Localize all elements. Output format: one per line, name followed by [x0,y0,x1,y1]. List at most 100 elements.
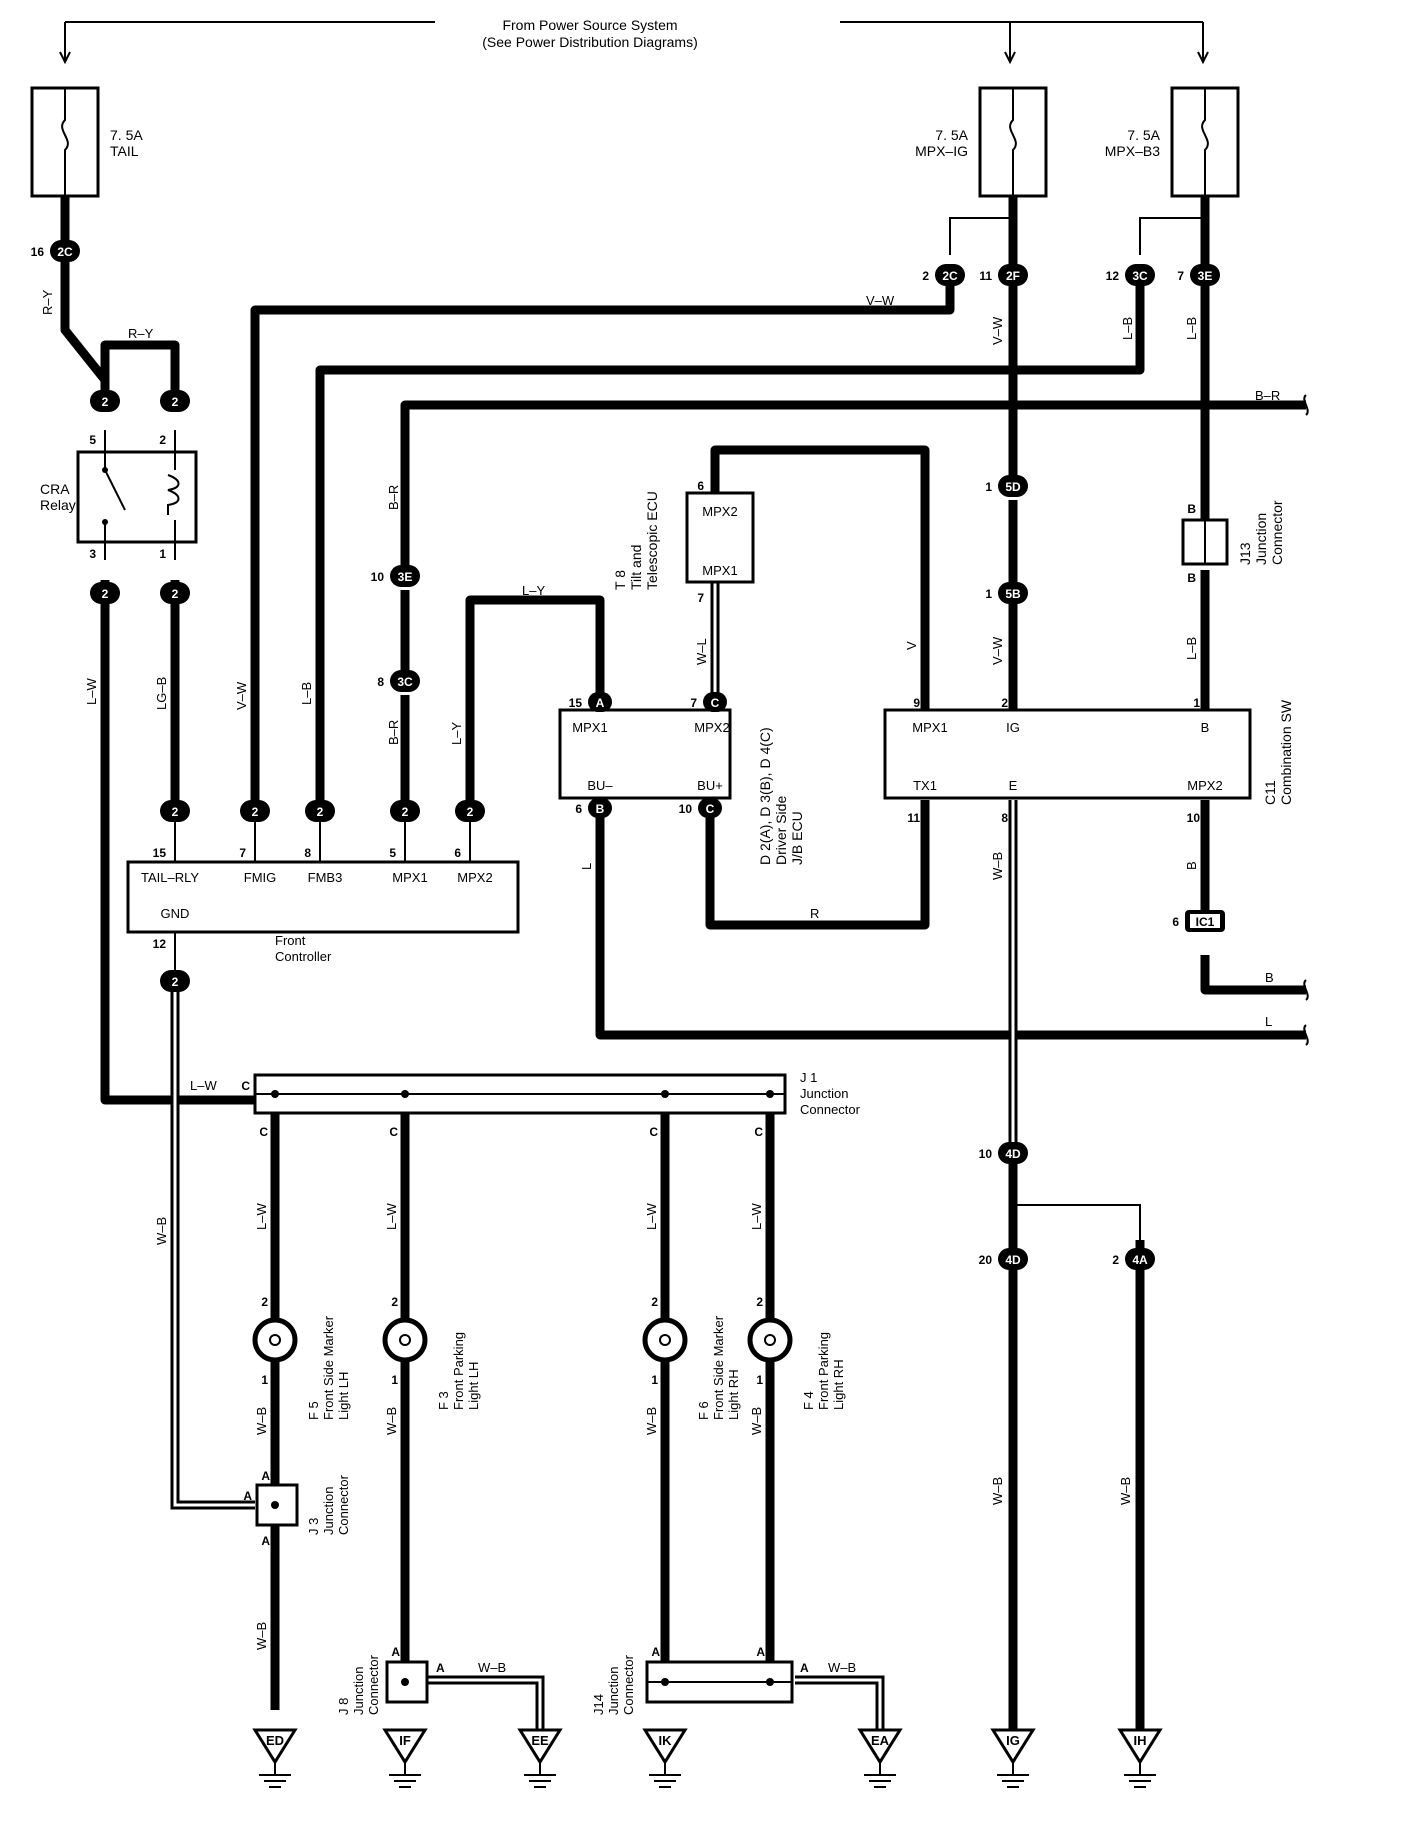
svg-text:3E: 3E [1198,269,1213,283]
connector-4A-2: 4A 2 [1112,1248,1155,1270]
j8-junction-connector: A A J 8 Junction Connector [336,1645,445,1715]
svg-text:F 4: F 4 [801,1391,816,1410]
svg-text:3C: 3C [397,675,413,689]
svg-text:E: E [1009,778,1018,793]
svg-text:2: 2 [391,1295,398,1309]
svg-text:MPX–IG: MPX–IG [915,143,968,159]
svg-text:7: 7 [239,846,246,860]
svg-text:MPX2: MPX2 [694,720,729,735]
svg-text:EA: EA [871,1733,890,1748]
svg-text:TX1: TX1 [913,778,937,793]
svg-text:2: 2 [252,805,259,819]
svg-text:W–L: W–L [694,638,709,665]
svg-text:3: 3 [89,547,96,561]
svg-text:BU+: BU+ [697,778,723,793]
svg-text:12: 12 [153,937,167,951]
svg-text:2C: 2C [57,245,73,259]
svg-text:A: A [391,1645,400,1659]
svg-text:Controller: Controller [275,949,332,964]
svg-text:A: A [800,1661,809,1675]
svg-text:5: 5 [89,433,96,447]
svg-text:F 5: F 5 [306,1401,321,1420]
connector-5B: 5B 1 [985,582,1028,604]
front-parking-light-lh: 2 1 F 3 Front Parking Light LH [382,1295,481,1410]
j14-junction-connector: A A A J14 Junction Connector [591,1645,809,1715]
connector-3C-12: 3C 12 [1106,264,1155,286]
svg-text:Connector: Connector [336,1474,351,1535]
svg-text:2: 2 [102,587,109,601]
svg-text:V–W: V–W [990,316,1005,345]
ground-IK: IK [642,1728,688,1788]
svg-text:6: 6 [575,802,582,816]
ground-IF: IF [382,1728,428,1788]
svg-text:B–R: B–R [386,485,401,510]
svg-text:L–Y: L–Y [522,583,545,598]
svg-text:12: 12 [1106,269,1120,283]
svg-text:7: 7 [1177,269,1184,283]
ground-EE: EE [517,1728,563,1788]
svg-text:C: C [706,802,715,816]
svg-text:V–W: V–W [990,636,1005,665]
svg-text:16: 16 [31,245,45,259]
svg-text:5D: 5D [1005,480,1021,494]
svg-text:V–W: V–W [234,681,249,710]
wire-labels: R–Y R–Y V–W V–W L–B L–B B–R B–R B–R L–W … [40,289,1280,1675]
svg-text:B: B [1201,720,1210,735]
svg-text:B–R: B–R [1255,388,1280,403]
front-side-marker-light-lh: 2 1 F 5 Front Side Marker Light LH [252,1295,351,1420]
relay-connectors: 2 2 2 2 [90,390,190,604]
svg-text:IC1: IC1 [1196,915,1215,929]
svg-text:Light RH: Light RH [831,1359,846,1410]
svg-text:2: 2 [172,395,179,409]
svg-text:A: A [261,1469,270,1483]
svg-text:2: 2 [402,805,409,819]
fuse-mpx-b3: 7. 5A MPX–B3 [1105,86,1240,198]
svg-text:Front: Front [275,933,306,948]
svg-text:Front Side Marker: Front Side Marker [321,1315,336,1420]
shielded-wires [170,570,1141,1730]
svg-text:10: 10 [1187,811,1201,825]
svg-text:8: 8 [377,675,384,689]
svg-text:R–Y: R–Y [40,289,55,315]
ground-EA: EA [857,1728,903,1788]
svg-text:L–W: L–W [84,678,99,705]
svg-text:A: A [596,696,605,710]
cra-relay: 5 2 3 1 CRA Relay [40,430,198,561]
svg-text:J/B ECU: J/B ECU [789,811,805,865]
branch-dot [1009,214,1017,222]
svg-text:9: 9 [913,696,920,710]
svg-text:10: 10 [979,1147,993,1161]
svg-text:MPX2: MPX2 [457,870,492,885]
combination-switch: 9 2 1 11 8 10 MPX1 IG B TX1 E MPX2 C11 C… [883,696,1294,825]
svg-text:Light LH: Light LH [336,1372,351,1420]
svg-text:Connector: Connector [800,1102,861,1117]
svg-text:TAIL: TAIL [110,143,139,159]
svg-text:20: 20 [979,1253,993,1267]
ground-ED: ED [252,1728,298,1788]
svg-text:2: 2 [172,587,179,601]
svg-text:Driver Side: Driver Side [773,796,789,865]
svg-text:2C: 2C [942,269,958,283]
driver-side-jb-ecu: A C B C 15 7 6 10 MPX1 MPX2 BU– BU+ D 2(… [558,692,805,865]
front-parking-light-rh: 2 1 F 4 Front Parking Light RH [747,1295,846,1410]
svg-text:MPX–B3: MPX–B3 [1105,143,1160,159]
svg-text:2: 2 [172,805,179,819]
svg-text:IF: IF [399,1733,411,1748]
header-line2: (See Power Distribution Diagrams) [482,34,698,50]
svg-text:MPX1: MPX1 [702,563,737,578]
svg-text:BU–: BU– [587,778,613,793]
svg-text:CRA: CRA [40,481,70,497]
svg-text:Connector: Connector [621,1654,636,1715]
svg-text:L: L [1265,1014,1272,1029]
svg-text:2: 2 [467,805,474,819]
wire-harness [60,196,1306,1730]
svg-text:W–B: W–B [644,1407,659,1435]
svg-text:L–B: L–B [1120,317,1135,340]
svg-text:MPX1: MPX1 [392,870,427,885]
svg-text:Tilt and: Tilt and [628,545,644,590]
tilt-telescopic-ecu: MPX2 MPX1 6 7 T 8 Tilt and Telescopic EC… [612,479,755,605]
svg-text:Junction: Junction [321,1487,336,1535]
svg-text:1: 1 [756,1373,763,1387]
svg-text:Connector: Connector [1269,500,1285,565]
svg-text:B: B [1184,861,1199,870]
